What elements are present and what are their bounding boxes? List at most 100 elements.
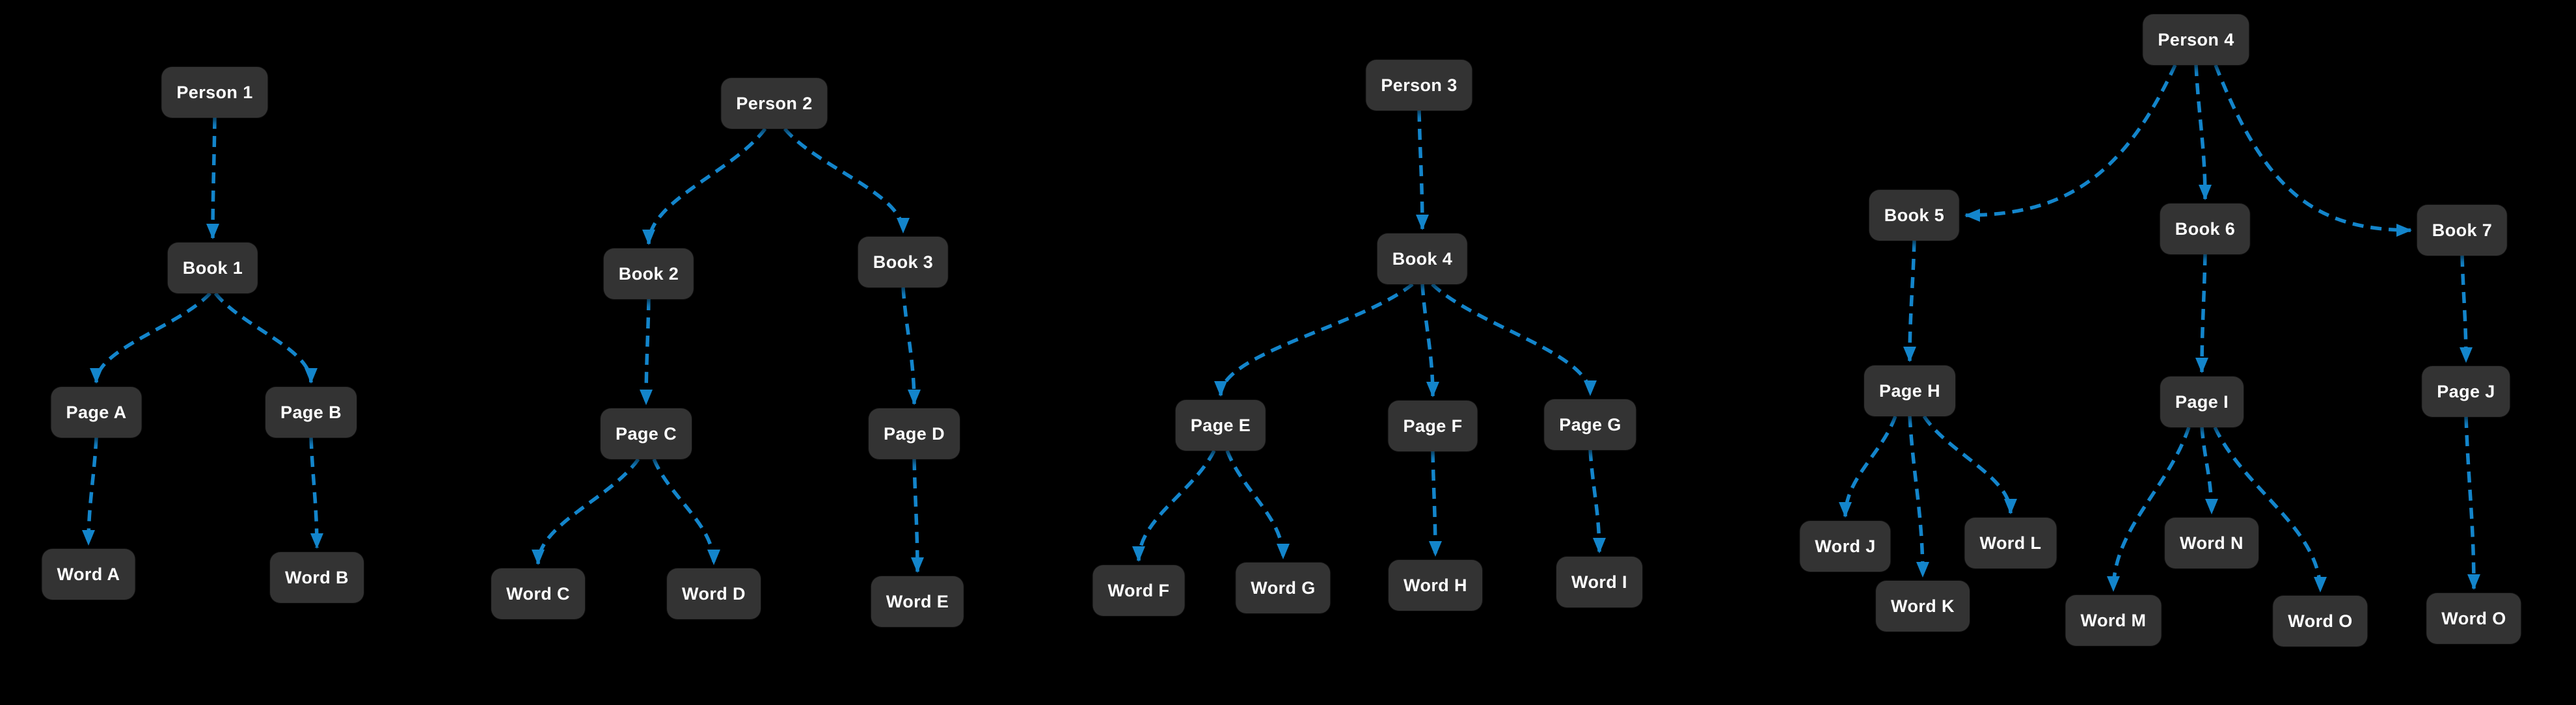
edge-page-h-to-word-k — [1908, 416, 1929, 578]
edge-page-i-to-word-m — [2107, 427, 2191, 592]
node-page-g[interactable]: Page G — [1544, 399, 1636, 450]
node-label: Page A — [66, 402, 127, 422]
edge-page-d-to-word-e — [910, 459, 924, 573]
node-word-k[interactable]: Word K — [1876, 581, 1970, 632]
edge-book-1-to-page-a — [90, 292, 212, 384]
node-word-e[interactable]: Word E — [871, 576, 964, 627]
edge-page-c-to-word-d — [652, 458, 720, 565]
edge-book-4-to-page-e — [1214, 282, 1414, 397]
node-label: Book 1 — [182, 258, 243, 278]
edge-book-1-to-page-b — [213, 292, 318, 384]
node-label: Book 2 — [618, 263, 679, 284]
edge-page-i-to-word-o1 — [2213, 426, 2327, 592]
edge-person-2-to-book-3 — [783, 127, 910, 233]
node-word-b[interactable]: Word B — [270, 552, 364, 603]
node-word-l[interactable]: Word L — [1964, 518, 2057, 568]
node-label: Word H — [1403, 575, 1467, 595]
node-label: Page H — [1879, 380, 1940, 401]
node-word-i[interactable]: Word I — [1556, 557, 1642, 607]
node-page-b[interactable]: Page B — [265, 387, 357, 438]
edge-book-6-to-page-i — [2195, 254, 2209, 373]
node-book-4[interactable]: Book 4 — [1377, 233, 1468, 284]
node-label: Page I — [2175, 392, 2229, 412]
node-person-4[interactable]: Person 4 — [2143, 14, 2249, 65]
node-label: Person 2 — [736, 93, 813, 113]
node-label: Page C — [616, 423, 677, 444]
node-word-o1[interactable]: Word O — [2273, 596, 2368, 646]
node-page-i[interactable]: Page I — [2160, 377, 2244, 427]
node-person-1[interactable]: Person 1 — [161, 67, 268, 118]
node-person-2[interactable]: Person 2 — [721, 78, 828, 129]
edge-page-a-to-word-a — [82, 437, 98, 546]
node-book-6[interactable]: Book 6 — [2160, 204, 2251, 254]
node-label: Word O — [2288, 611, 2353, 631]
node-label: Word M — [2080, 610, 2147, 630]
node-book-2[interactable]: Book 2 — [603, 248, 694, 299]
edge-book-5-to-page-h — [1903, 240, 1917, 362]
node-word-g[interactable]: Word G — [1236, 563, 1331, 613]
node-person-3[interactable]: Person 3 — [1366, 60, 1472, 111]
edge-person-1-to-book-1 — [206, 117, 220, 239]
node-word-a[interactable]: Word A — [42, 549, 135, 600]
edge-page-j-to-word-o2 — [2464, 416, 2480, 590]
node-label: Word J — [1815, 536, 1876, 556]
node-label: Word C — [506, 583, 570, 604]
node-label: Page E — [1190, 415, 1251, 435]
edge-page-i-to-word-n — [2200, 427, 2218, 514]
node-label: Page F — [1403, 416, 1463, 436]
node-label: Word D — [682, 583, 746, 604]
node-label: Word N — [2180, 533, 2244, 553]
node-label: Book 4 — [1392, 248, 1453, 269]
node-word-j[interactable]: Word J — [1800, 521, 1891, 572]
edge-person-3-to-book-4 — [1415, 110, 1429, 230]
node-label: Word G — [1251, 578, 1316, 598]
node-page-j[interactable]: Page J — [2422, 366, 2510, 417]
node-page-f[interactable]: Page F — [1388, 401, 1478, 451]
node-label: Page D — [884, 423, 945, 444]
node-book-5[interactable]: Book 5 — [1869, 190, 1960, 241]
node-label: Word A — [57, 564, 120, 584]
node-label: Book 3 — [873, 252, 934, 272]
edge-person-4-to-book-6 — [2194, 64, 2212, 200]
edge-page-h-to-word-l — [1922, 415, 2017, 514]
node-label: Page B — [280, 402, 342, 422]
node-word-o2[interactable]: Word O — [2426, 593, 2521, 644]
edge-person-2-to-book-2 — [642, 127, 767, 245]
node-word-m[interactable]: Word M — [2065, 595, 2162, 646]
node-word-c[interactable]: Word C — [491, 568, 585, 619]
node-book-7[interactable]: Book 7 — [2417, 205, 2508, 256]
node-page-e[interactable]: Page E — [1175, 400, 1266, 451]
node-book-3[interactable]: Book 3 — [858, 237, 949, 287]
node-label: Word K — [1891, 596, 1955, 616]
edge-book-3-to-page-d — [901, 287, 921, 405]
edge-page-h-to-word-j — [1839, 416, 1897, 518]
node-page-a[interactable]: Page A — [51, 387, 142, 438]
node-label: Person 3 — [1381, 75, 1457, 95]
edge-book-2-to-page-c — [640, 299, 653, 405]
node-word-f[interactable]: Word F — [1092, 565, 1185, 616]
node-page-c[interactable]: Page C — [601, 408, 692, 459]
node-page-h[interactable]: Page H — [1864, 366, 1955, 416]
node-label: Word F — [1107, 580, 1170, 600]
node-word-h[interactable]: Word H — [1389, 560, 1482, 611]
node-word-n[interactable]: Word N — [2165, 518, 2258, 568]
node-label: Person 4 — [2158, 29, 2234, 49]
node-page-d[interactable]: Page D — [869, 408, 960, 459]
edge-page-b-to-word-b — [309, 437, 323, 549]
node-label: Word O — [2441, 608, 2506, 628]
edge-person-4-to-book-5 — [1964, 64, 2177, 222]
edge-book-4-to-page-f — [1420, 284, 1439, 397]
edge-page-e-to-word-g — [1225, 450, 1290, 559]
node-label: Book 6 — [2175, 219, 2236, 239]
node-label: Page J — [2437, 381, 2495, 401]
node-label: Person 1 — [176, 82, 253, 102]
node-label: Word L — [1979, 533, 2042, 553]
node-book-1[interactable]: Book 1 — [167, 243, 258, 293]
edge-book-4-to-page-g — [1431, 283, 1597, 396]
node-label: Book 5 — [1884, 205, 1945, 225]
edge-page-c-to-word-c — [532, 458, 640, 565]
node-word-d[interactable]: Word D — [667, 568, 761, 619]
